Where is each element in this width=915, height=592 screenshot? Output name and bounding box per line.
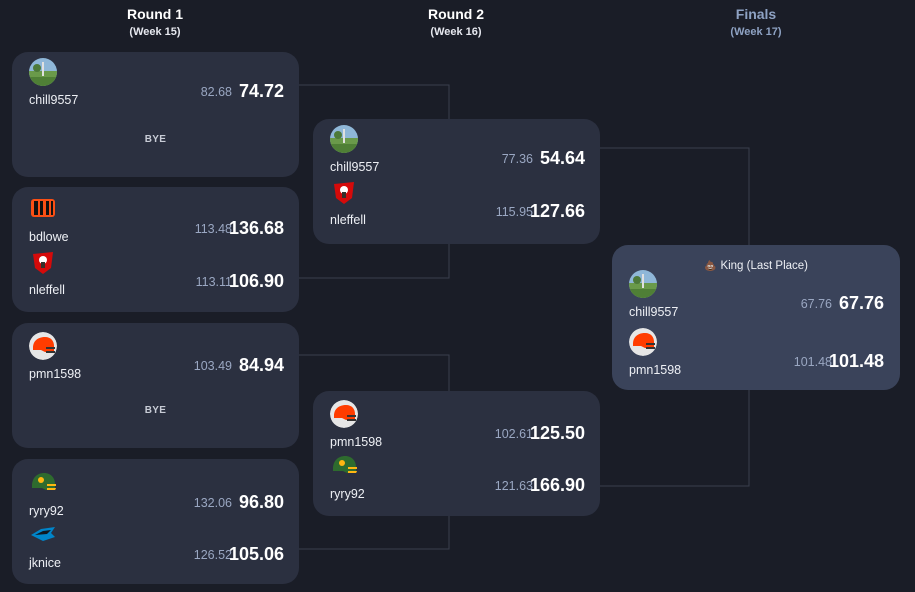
- team-row[interactable]: nleffell 113.11 106.90: [29, 248, 284, 297]
- poop-emoji-icon: 💩: [703, 261, 717, 272]
- buccaneers-logo-icon: [330, 178, 358, 206]
- team-row[interactable]: ryry92 121.63 166.90: [330, 452, 585, 501]
- round1-matchup-2[interactable]: bdlowe 113.48 136.68 nleffell 113.11 106…: [12, 187, 299, 312]
- team-name: chill9557: [629, 305, 679, 319]
- projected-score: 113.48: [194, 222, 232, 236]
- projected-score: 67.76: [800, 297, 832, 311]
- team-name: pmn1598: [629, 363, 682, 377]
- team-row[interactable]: bdlowe 113.48 136.68: [29, 195, 284, 244]
- panthers-logo-icon: [29, 521, 57, 549]
- team-row[interactable]: chill9557 82.68 74.72: [29, 58, 284, 107]
- team-name: ryry92: [29, 504, 64, 518]
- round1-matchup-3[interactable]: pmn1598 103.49 84.94 BYE: [12, 323, 299, 448]
- team-score: 54.64: [539, 148, 585, 168]
- projected-score: 121.63: [494, 479, 533, 493]
- packers-helmet-icon: [29, 469, 57, 497]
- team-row[interactable]: ryry92 132.06 96.80: [29, 469, 284, 518]
- team-row[interactable]: pmn1598 102.61 125.50: [330, 400, 585, 449]
- browns-helmet-icon: [29, 332, 57, 360]
- team-name: nleffell: [29, 283, 65, 297]
- round-title: Finals: [735, 6, 777, 22]
- team-row[interactable]: chill9557 67.76 67.76: [629, 270, 884, 319]
- projected-score: 115.95: [495, 205, 533, 219]
- projected-score: 82.68: [200, 85, 232, 99]
- team-name: chill9557: [330, 160, 380, 174]
- team-score: 136.68: [228, 218, 284, 238]
- round-1-header: Round 1 (Week 15): [55, 6, 255, 38]
- team-name: pmn1598: [330, 435, 383, 449]
- finals-matchup[interactable]: 💩King (Last Place) chill9557 67.76 67.76…: [612, 245, 900, 390]
- round-title: Round 1: [127, 6, 183, 22]
- team-score: 166.90: [529, 475, 585, 495]
- round-title: Round 2: [428, 6, 484, 22]
- buccaneers-logo-icon: [29, 248, 57, 276]
- browns-helmet-icon: [330, 400, 358, 428]
- team-score: 84.94: [238, 355, 284, 375]
- team-name: pmn1598: [29, 367, 82, 381]
- round1-matchup-4[interactable]: ryry92 132.06 96.80 jknice 126.52 105.06: [12, 459, 299, 584]
- team-name: bdlowe: [29, 230, 69, 244]
- projected-score: 101.48: [793, 355, 832, 369]
- round-2-header: Round 2 (Week 16): [356, 6, 556, 38]
- round1-matchup-1[interactable]: chill9557 82.68 74.72 BYE: [12, 52, 299, 177]
- golf-course-avatar-icon: [330, 125, 358, 153]
- browns-helmet-icon: [629, 328, 657, 356]
- projected-score: 132.06: [193, 496, 232, 510]
- round-week: (Week 16): [430, 26, 482, 38]
- team-row[interactable]: nleffell 115.95 127.66: [330, 178, 585, 227]
- team-row[interactable]: pmn1598 103.49 84.94: [29, 332, 284, 381]
- bye-label: BYE: [144, 405, 167, 416]
- golf-course-avatar-icon: [29, 58, 57, 86]
- team-score: 106.90: [228, 271, 284, 291]
- team-score: 74.72: [238, 81, 284, 101]
- projected-score: 126.52: [193, 548, 232, 562]
- team-score: 96.80: [238, 492, 284, 512]
- projected-score: 77.36: [501, 152, 533, 166]
- projected-score: 113.11: [195, 275, 232, 289]
- team-score: 105.06: [228, 544, 284, 564]
- team-score: 67.76: [838, 293, 884, 313]
- team-row[interactable]: chill9557 77.36 54.64: [330, 125, 585, 174]
- finals-header: Finals (Week 17): [656, 6, 856, 38]
- round2-matchup-1[interactable]: chill9557 77.36 54.64 nleffell 115.95 12…: [313, 119, 600, 244]
- team-row[interactable]: pmn1598 101.48 101.48: [629, 328, 884, 377]
- projected-score: 102.61: [494, 427, 533, 441]
- team-name: nleffell: [330, 213, 366, 227]
- packers-helmet-icon: [330, 452, 358, 480]
- team-name: jknice: [29, 556, 61, 570]
- bye-label: BYE: [144, 134, 167, 145]
- team-score: 101.48: [828, 351, 884, 371]
- team-row[interactable]: jknice 126.52 105.06: [29, 521, 284, 570]
- finals-title-text: King (Last Place): [720, 260, 809, 272]
- team-score: 125.50: [529, 423, 585, 443]
- team-score: 127.66: [529, 201, 585, 221]
- round2-matchup-2[interactable]: pmn1598 102.61 125.50 ryry92 121.63 166.…: [313, 391, 600, 516]
- team-name: ryry92: [330, 487, 365, 501]
- round-week: (Week 15): [129, 26, 181, 38]
- finals-title: 💩King (Last Place): [612, 260, 900, 272]
- round-week: (Week 17): [730, 26, 782, 38]
- golf-course-avatar-icon: [629, 270, 657, 298]
- bengals-logo-icon: [29, 195, 57, 223]
- team-name: chill9557: [29, 93, 79, 107]
- projected-score: 103.49: [193, 359, 232, 373]
